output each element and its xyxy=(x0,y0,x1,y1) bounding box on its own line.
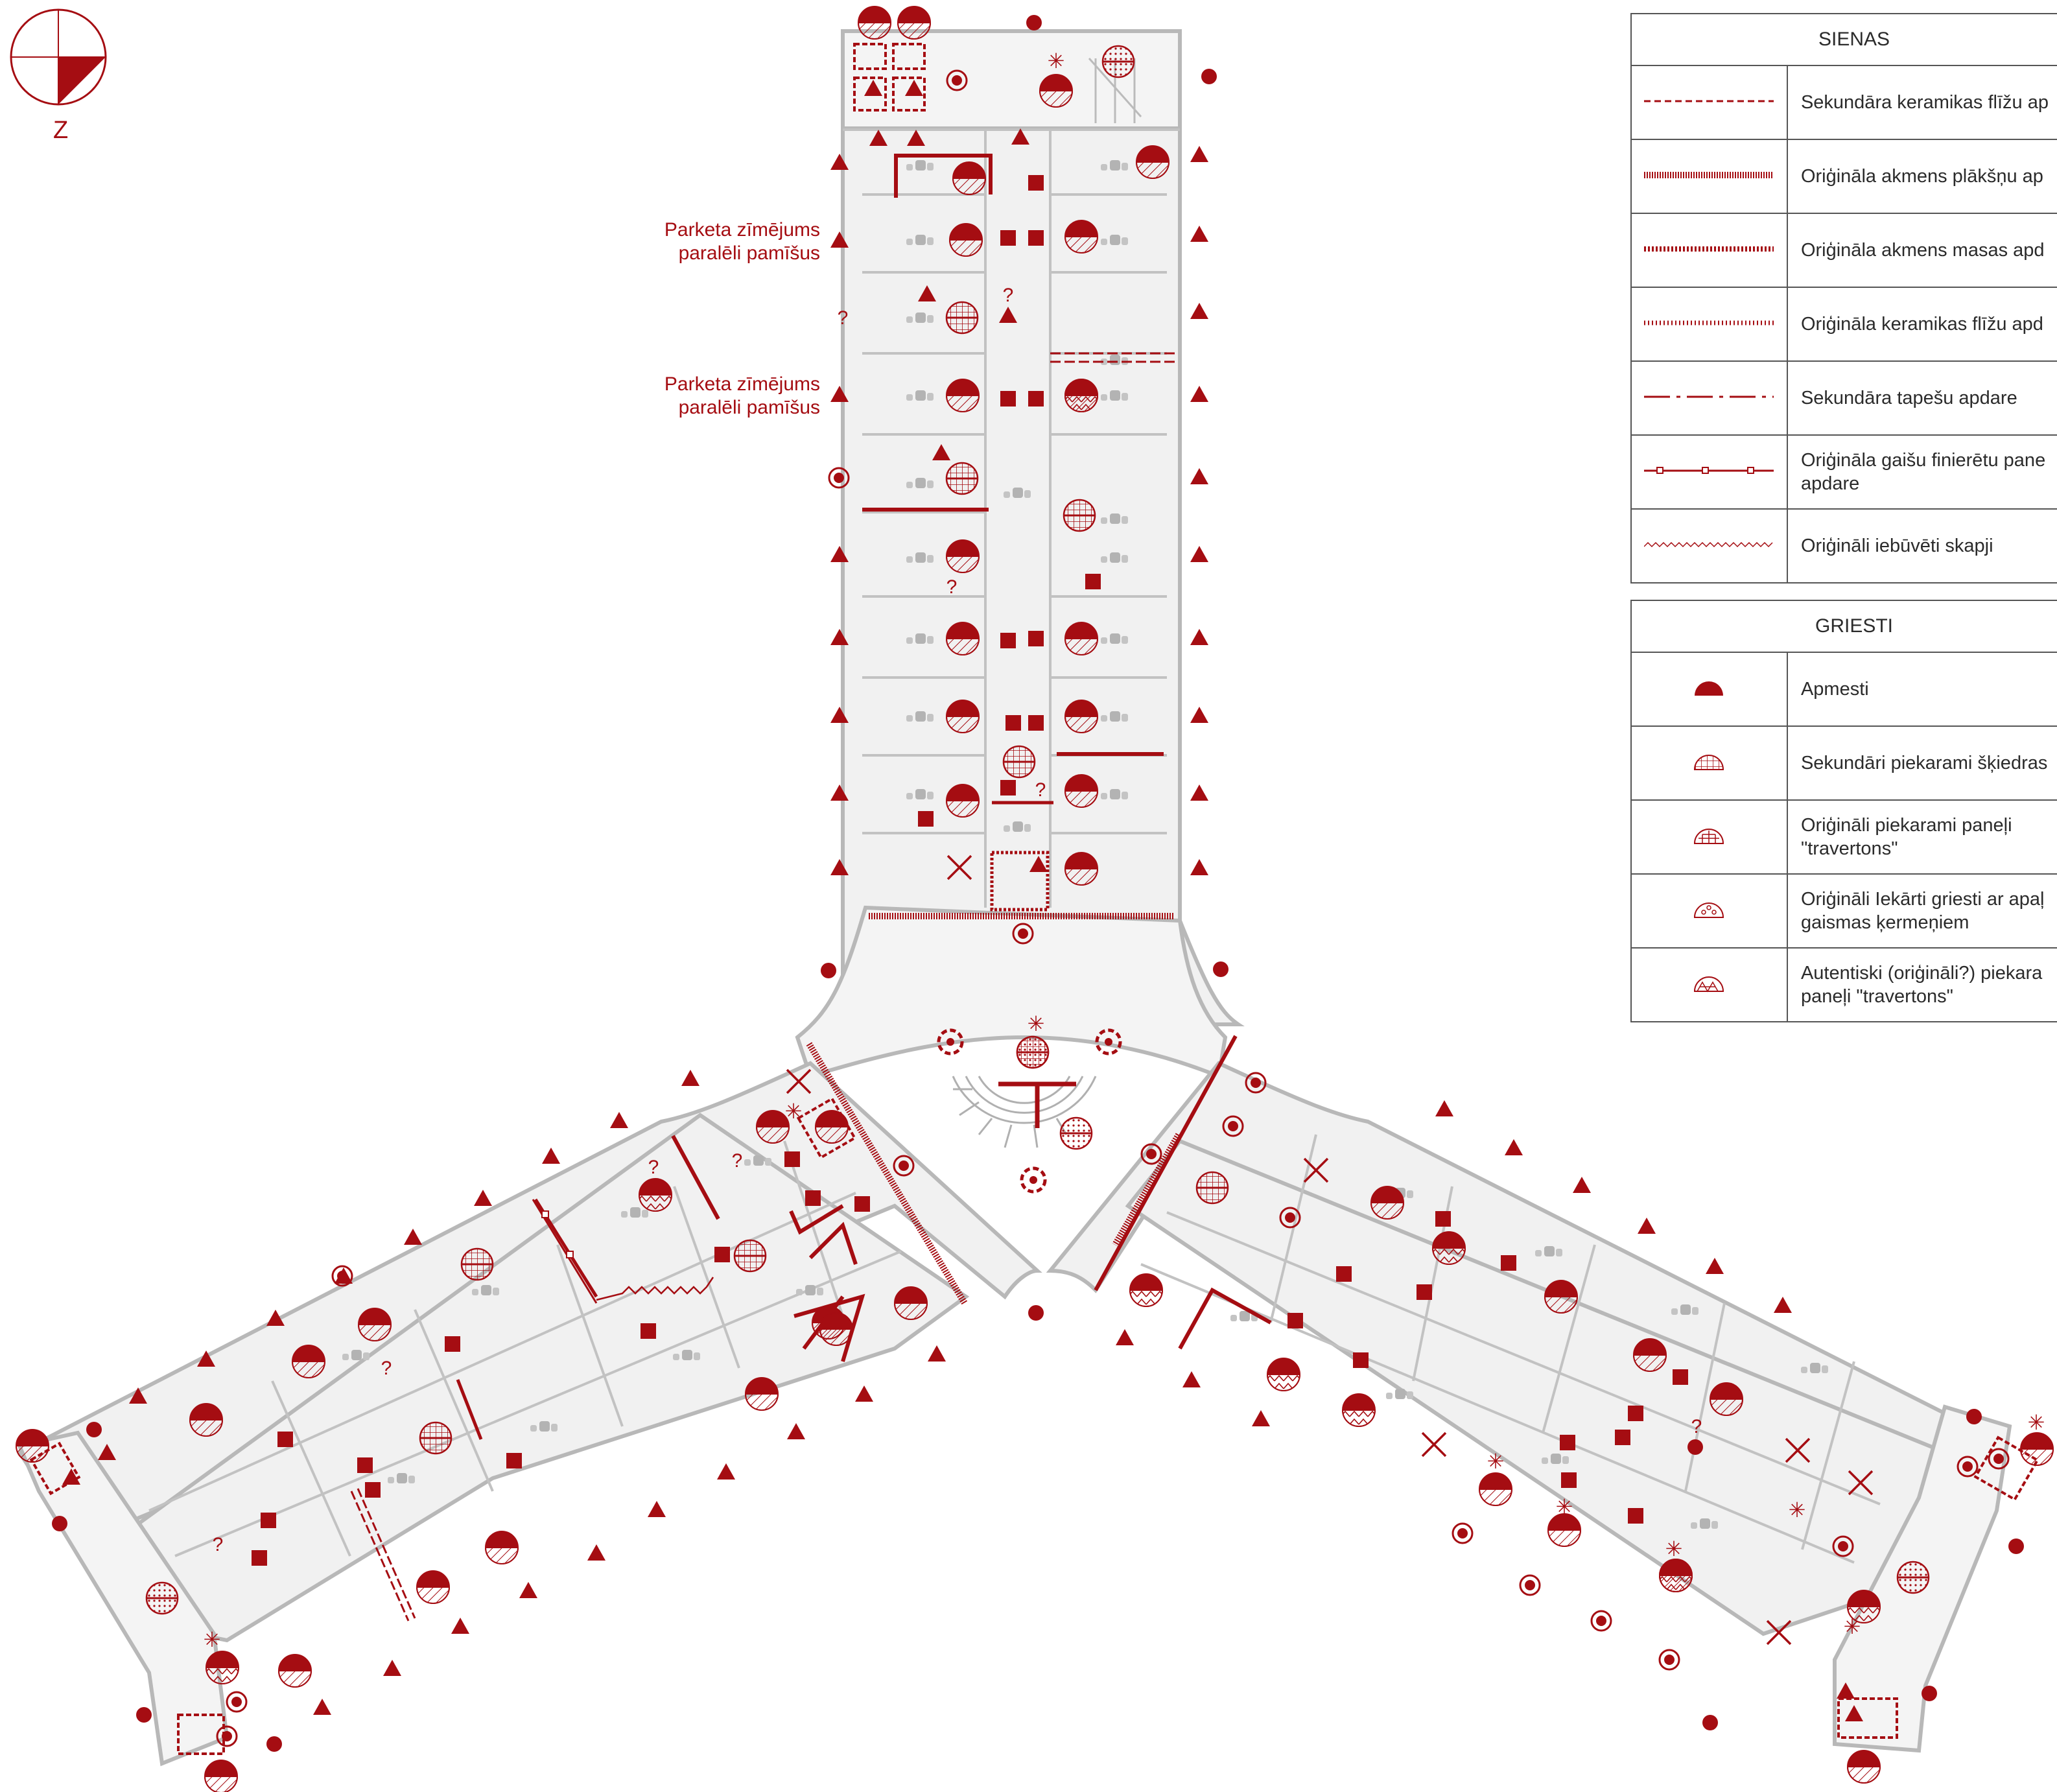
panel-squares-sw xyxy=(541,1210,574,1258)
question-mark: ? xyxy=(1003,285,1014,306)
legend-walls-label: Sekundāra keramikas flīžu ap xyxy=(1786,65,2057,140)
annotation-line: Parketa zīmējums xyxy=(664,219,820,241)
compass-icon xyxy=(10,8,107,106)
asterisk: ✳ xyxy=(1048,49,1065,73)
legend-ceilings-label: Sekundāri piekarami šķiedras xyxy=(1786,725,2057,801)
asterisk: ✳ xyxy=(2028,1410,2045,1435)
question-mark: ? xyxy=(946,576,958,598)
legend-walls-title: SIENAS xyxy=(1630,13,2057,66)
dash-dot-line-icon xyxy=(1630,360,1788,436)
question-marks: ? ? ? ? ? ? ? ? ? xyxy=(213,285,1702,1555)
parquet-annotation: Parketa zīmējums paralēli pamīšus xyxy=(587,373,820,419)
north-staircase xyxy=(1088,58,1142,123)
legend-walls-label: Oriģināla akmens masas apd xyxy=(1786,213,2057,288)
asterisk: ✳ xyxy=(1789,1498,1806,1522)
travertine-half-disc-icon xyxy=(1630,799,1788,875)
asterisks: ✳ ✳ ✳ ✳ ✳ ✳ ✳ ✳ ✳ ✳ xyxy=(204,49,2045,1652)
question-mark: ? xyxy=(1691,1416,1702,1437)
asterisk: ✳ xyxy=(1844,1614,1861,1639)
legend-walls-label: Oriģināli iebūvēti skapji xyxy=(1786,508,2057,584)
annotation-line: paralēli pamīšus xyxy=(678,242,820,264)
triangle-pattern-half-disc-icon xyxy=(1630,947,1788,1022)
asterisk: ✳ xyxy=(1028,1011,1045,1036)
asterisk: ✳ xyxy=(204,1627,221,1652)
question-mark: ? xyxy=(732,1150,743,1172)
parquet-annotation: Parketa zīmējums paralēli pamīšus xyxy=(587,218,820,265)
legend-walls-label: Oriģināla akmens plākšņu ap xyxy=(1786,139,2057,214)
asterisk: ✳ xyxy=(1556,1494,1573,1519)
grid-half-disc-icon xyxy=(1630,725,1788,801)
legend-ceilings-title: GRIESTI xyxy=(1630,600,2057,653)
annotation-line: paralēli pamīšus xyxy=(678,397,820,418)
compass-label: Z xyxy=(53,117,69,144)
zigzag-line-icon xyxy=(1630,508,1788,584)
asterisk: ✳ xyxy=(1487,1449,1505,1474)
central-staircase xyxy=(952,1076,1097,1148)
panel-line-icon xyxy=(1630,434,1788,510)
legend-ceilings-label: Oriģināli piekarami paneļi "travertons" xyxy=(1800,815,2012,859)
asterisk: ✳ xyxy=(785,1099,803,1124)
cabinets-sw xyxy=(596,1277,714,1301)
dotted-half-disc-icon xyxy=(1630,873,1788,949)
legend-walls-label: Oriģināla gaišu finierētu pane apdare xyxy=(1800,450,2046,494)
question-mark: ? xyxy=(838,307,849,329)
solid-half-disc-icon xyxy=(1630,652,1788,727)
fine-dotted-line-icon xyxy=(1630,287,1788,362)
dashed-line-icon xyxy=(1630,65,1788,140)
question-mark: ? xyxy=(1035,779,1046,801)
legend-walls: SIENAS Sekundāra keramikas flīžu ap Oriģ… xyxy=(1630,13,2057,584)
asterisk: ✳ xyxy=(1665,1537,1683,1561)
legend-walls-label: Oriģināla keramikas flīžu apd xyxy=(1786,287,2057,362)
dotted-thick-line-icon xyxy=(1630,213,1788,288)
legend-walls-label: Sekundāra tapešu apdare xyxy=(1786,360,2057,436)
legend-ceilings: GRIESTI Apmesti Sekundāri piekarami šķie… xyxy=(1630,600,2057,1022)
question-mark: ? xyxy=(648,1157,659,1178)
question-mark: ? xyxy=(381,1358,392,1379)
annotation-line: Parketa zīmējums xyxy=(664,373,820,395)
legend-ceilings-label: Oriģināli Iekārti griesti ar apaļ gaisma… xyxy=(1800,889,2045,933)
legend-ceilings-label: Autentiski (oriģināli?) piekara paneļi "… xyxy=(1800,963,2043,1007)
question-mark: ? xyxy=(213,1534,224,1555)
legend-ceilings-label: Apmesti xyxy=(1786,652,2057,727)
hatched-line-icon xyxy=(1630,139,1788,214)
finish-lines xyxy=(29,43,2039,1755)
